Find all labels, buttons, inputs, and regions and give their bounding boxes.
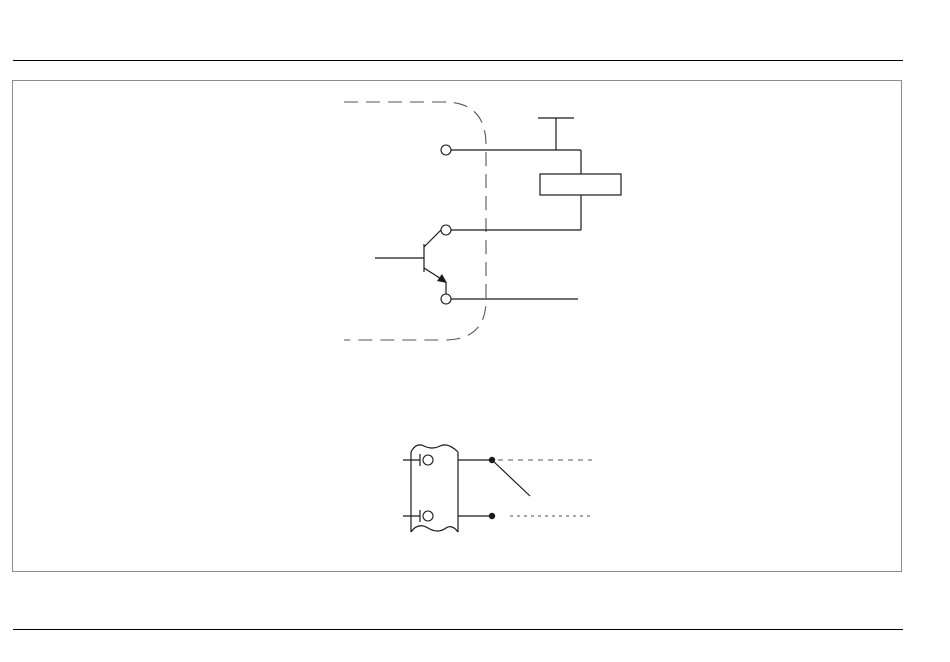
device-boundary — [344, 102, 486, 340]
supply-rail — [538, 118, 574, 150]
npn-transistor — [375, 230, 447, 294]
terminal-emitter — [441, 294, 451, 304]
emitter-arrow — [437, 274, 447, 283]
input-terminal-2 — [403, 510, 433, 522]
input-terminal-1 — [403, 454, 433, 466]
relay-coil — [540, 174, 621, 195]
terminal-block-bottom — [411, 526, 458, 532]
lower-circuit — [403, 445, 592, 532]
terminal-block-top — [411, 445, 458, 452]
upper-circuit — [344, 102, 621, 340]
switch-contact — [492, 460, 530, 496]
terminal-supply — [441, 145, 451, 155]
terminal-collector — [441, 225, 451, 235]
node-2 — [489, 513, 495, 519]
